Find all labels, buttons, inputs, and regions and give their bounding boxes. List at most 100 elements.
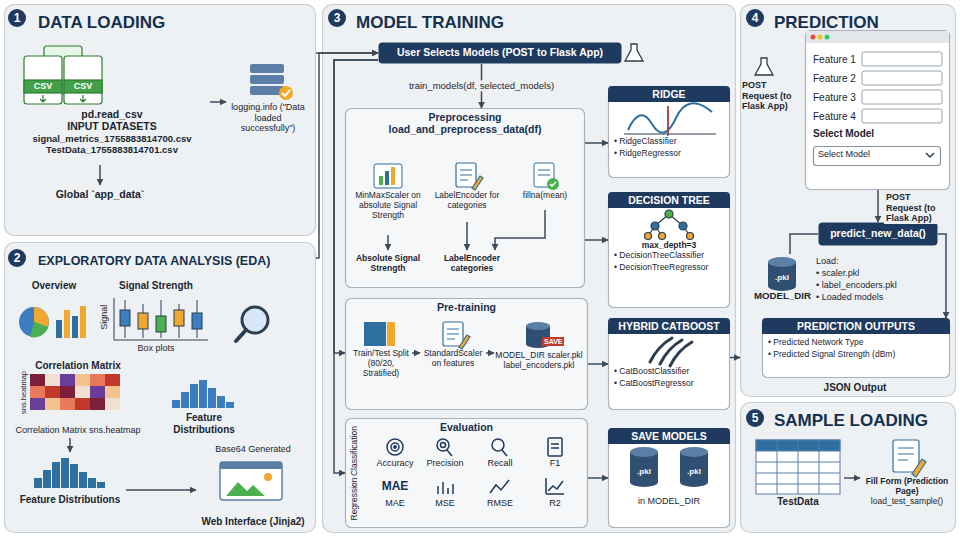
database-icon-part [768,257,796,267]
flask-icon [625,44,773,75]
callout-number: 2 [8,249,26,267]
node-text: Train/Test Split (80/20, Stratified) [351,348,411,378]
server-icon-part [250,86,284,95]
logging-icon: logging.info ("Data loaded successfully"… [226,60,310,144]
metric-icons-part [492,439,504,451]
metric-icons-part [391,443,399,451]
node-heading: pd.read_csv [81,108,142,120]
heatmap-cells-part [30,386,45,398]
histogram-bars-part [226,402,234,408]
connector-arrow [126,489,196,491]
label-text: Accuracy [373,458,417,469]
histogram-bars-part [181,392,189,408]
node-text: signal_metrics_1755883814700.csv [33,133,192,144]
document-check-icon-part [547,178,559,190]
node-heading: Correlation Matrix [35,360,121,372]
histogram-bars-part [43,470,51,488]
node-text: • CatBoostRegressor [614,378,694,389]
label-text: • scaler.pkl [816,268,936,279]
label-text: Classification [349,423,359,479]
claw-icon [650,338,692,366]
panel-fill [5,243,316,533]
group-box: Evaluation [345,418,588,528]
callout-number: 3 [328,9,346,27]
model-box: HYBRID CATBOOST• CatBoostClassifier• Cat… [608,318,730,410]
ridge-plot [624,103,716,136]
label-holder: Recall [478,458,522,469]
heatmap-cells-part [45,374,60,386]
box-plot-icon-part [120,310,130,326]
node-text: • DecisionTreeClassifier [614,250,704,261]
csv-icon-part [64,80,102,93]
label-holder: CSV [24,80,62,93]
web-interface: Base64 GeneratedWeb Interface (Jinja2) [196,442,310,530]
database-icon-part [630,447,658,457]
node-text: Evaluation [440,421,493,433]
label-holder: RMSE [478,498,522,509]
metric-icons-part [546,478,564,494]
server-icon [250,64,293,100]
connector-arrow [938,234,946,318]
metric-icons-part [447,450,452,456]
label-holder: R2 [533,498,577,509]
metric-icons-part [551,444,559,448]
edge-label: train_models(df, selected_models) [407,80,556,91]
node-text: Web Interface (Jinja2) [201,516,304,528]
table-icon [756,440,840,494]
document-check-icon [534,163,559,190]
model-box-fill [609,429,730,528]
step-icon: MinMaxScaler on absolute Signal Strength [352,160,424,235]
database-icon: MODEL_DIR scaler.pkl label_encoders.pkl [494,318,584,402]
server-icon-part [250,64,284,73]
flask-icon-part [755,58,773,75]
node-text: • RidgeRegressor [614,148,681,159]
histogram-bars-part [172,400,180,408]
connector-arrow [588,477,608,479]
pie-bar-icon-part [72,316,78,338]
histogram-bars-part [190,384,198,408]
group-box-fill [346,419,588,528]
node-text: Feature 4 [813,107,856,126]
form-chrome-part [862,71,942,85]
connector-arrow [412,352,420,354]
table-icon-part [756,440,840,494]
web-icon-part [220,462,282,500]
label-holder: MAE [373,498,417,509]
magnifier-icon [236,307,268,341]
table-icon-part [756,440,840,494]
node-text: PREDICTION [774,13,879,33]
label-text: MAE [373,498,417,509]
node-text: LabelEncoder categories [434,253,510,273]
flask-icon-part [625,44,643,61]
label-text: R2 [533,498,577,509]
connector-arrow [316,53,378,258]
web-form-fill [806,31,950,190]
histogram-bars-part [70,464,78,488]
node-text: • CatBoostClassifier [614,366,689,377]
step-output: LabelEncoder categories [432,250,512,282]
tree-icon-part [679,222,687,230]
node-text: EXPLORATORY DATA ANALYSIS (EDA) [38,251,270,271]
label-text: SAVE [542,337,564,346]
label-holder: • label_encoders.pkl [816,280,936,291]
csv-icon [24,46,102,104]
node-text: DATA LOADING [38,13,165,33]
heatmap-cells-part [60,386,75,398]
label-text: .pkl [680,467,708,476]
histogram-bars-part [79,472,87,488]
metric-icons-part [548,438,562,456]
node-text: Select Model [818,149,870,160]
server-icon-part [279,86,293,100]
metric-icons-part [437,439,449,451]
heatmap-cells-part [75,398,90,410]
pie-bar-icon [19,306,86,338]
web-icon [220,462,282,500]
node-text: Absolute Signal Strength [354,253,422,273]
database-icon-part [526,322,550,330]
histogram-bars-part [61,458,69,488]
form-chrome-part [862,109,942,123]
model-box-fill [609,87,730,178]
label-holder: .pkl [680,467,708,476]
callout-number: 5 [746,409,764,427]
